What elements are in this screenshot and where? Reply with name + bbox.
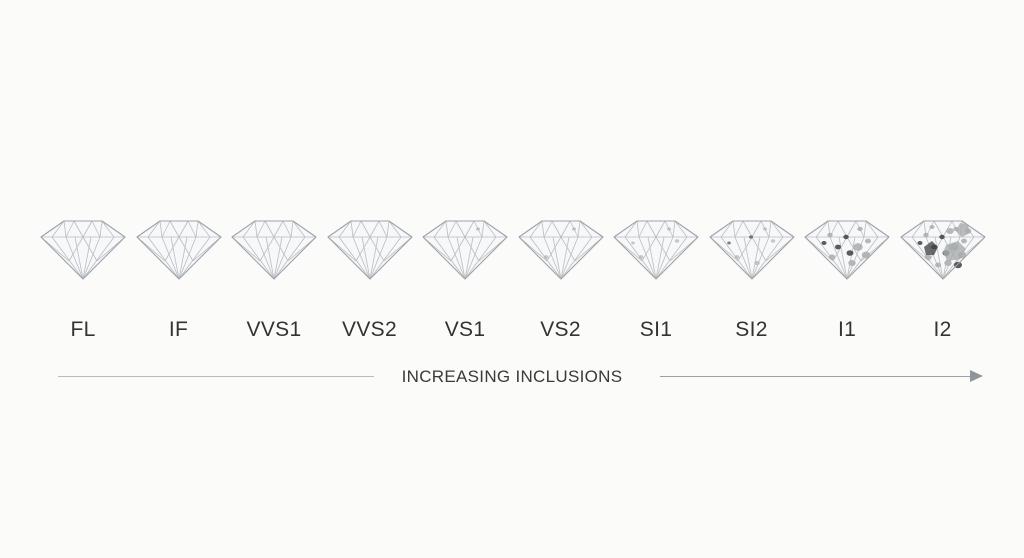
inclusion-mark — [917, 241, 922, 245]
inclusion-marks — [726, 227, 775, 266]
inclusion-mark — [843, 234, 849, 240]
arrow-head-icon — [970, 370, 983, 382]
inclusion-marks — [631, 227, 680, 259]
diamond-icon — [517, 220, 604, 280]
diamond-icon — [899, 220, 986, 280]
axis-line-left — [58, 376, 374, 377]
diamond-icon — [135, 220, 222, 280]
inclusion-mark — [945, 228, 954, 234]
grade-label: FL — [70, 318, 96, 341]
grade-label: IF — [168, 318, 189, 341]
diamond-icon — [40, 220, 126, 280]
grade-label: VS2 — [540, 318, 581, 341]
inclusion-mark — [923, 241, 938, 255]
inclusion-mark — [853, 243, 863, 251]
inclusion-mark — [846, 250, 854, 256]
inclusion-mark — [543, 255, 548, 259]
inclusion-mark — [922, 232, 929, 238]
grade-label: VVS2 — [342, 318, 397, 341]
inclusion-mark — [726, 241, 731, 245]
inclusion-mark — [734, 255, 739, 259]
grade-label: I1 — [837, 318, 857, 341]
inclusion-marks — [543, 227, 576, 259]
inclusion-mark — [955, 223, 970, 237]
inclusion-mark — [929, 225, 934, 229]
inclusion-mark — [571, 227, 576, 231]
inclusion-mark — [770, 239, 775, 243]
grade-label: SI1 — [639, 318, 673, 341]
inclusion-mark — [827, 232, 833, 238]
axis-caption: INCREASING INCLUSIONS — [401, 367, 623, 386]
grade-label: VS1 — [444, 318, 486, 341]
diamond-icon — [422, 220, 508, 280]
grade-label: I2 — [933, 318, 952, 341]
inclusion-mark — [865, 238, 871, 244]
inclusion-mark — [753, 260, 760, 266]
grade-label: VVS1 — [246, 318, 302, 341]
inclusion-mark — [924, 254, 931, 260]
inclusion-mark — [828, 254, 836, 260]
inclusion-mark — [848, 260, 856, 266]
inclusion-marks — [917, 223, 971, 269]
diamond-icon — [613, 220, 699, 280]
grade-label: SI2 — [735, 318, 768, 341]
inclusion-mark — [762, 227, 767, 231]
inclusion-mark — [631, 241, 635, 245]
diamond-icon — [804, 220, 890, 280]
axis-line-right — [660, 376, 972, 377]
inclusion-mark — [942, 241, 966, 261]
inclusion-mark — [960, 238, 967, 244]
inclusion-mark — [943, 260, 952, 266]
diamond-icon — [231, 220, 317, 280]
inclusion-mark — [476, 227, 480, 231]
inclusion-mark — [821, 241, 827, 245]
inclusion-mark — [857, 226, 863, 232]
inclusion-mark — [667, 227, 671, 231]
inclusion-mark — [748, 235, 753, 239]
inclusion-marks — [821, 226, 871, 266]
inclusion-mark — [934, 262, 941, 268]
inclusion-marks — [476, 227, 480, 231]
inclusion-mark — [835, 244, 841, 250]
diamond-icon — [708, 220, 795, 280]
inclusion-mark — [674, 239, 680, 243]
inclusion-mark — [861, 251, 871, 259]
inclusion-mark — [938, 234, 945, 240]
inclusion-mark — [638, 255, 644, 259]
diamond-icon — [326, 220, 413, 280]
